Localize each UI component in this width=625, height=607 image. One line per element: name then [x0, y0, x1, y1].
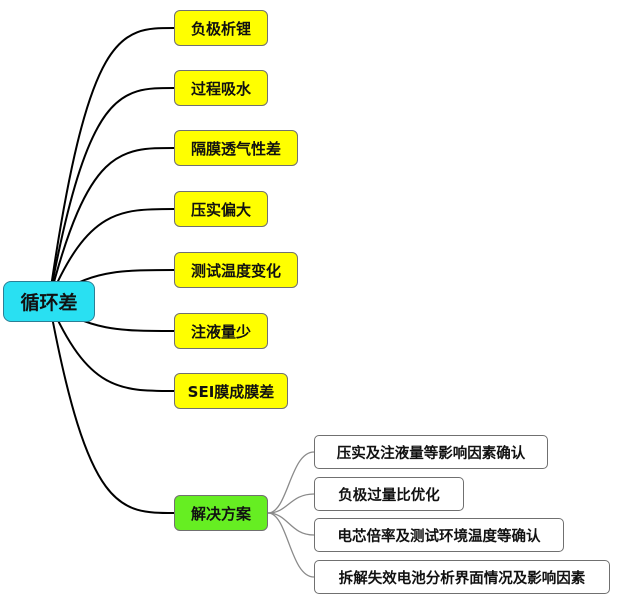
- leaf-node-compaction-electrolyte-check[interactable]: 压实及注液量等影响因素确认: [314, 435, 548, 469]
- leaf-node-anode-excess-optimization[interactable]: 负极过量比优化: [314, 477, 464, 511]
- branch-node-label: 注液量少: [190, 322, 251, 341]
- branch-node-label: 解决方案: [190, 504, 251, 523]
- branch-node-label: 测试温度变化: [190, 261, 281, 280]
- branch-node-label: 隔膜透气性差: [190, 139, 281, 158]
- connector-root-branch-3: [48, 208, 175, 302]
- connector-solution-leaf-1: [267, 493, 315, 514]
- connector-root-branch-7: [48, 300, 175, 514]
- root-node-cycle-poor[interactable]: 循环差: [3, 281, 95, 322]
- branch-node-moisture-absorption[interactable]: 过程吸水: [174, 70, 268, 106]
- leaf-node-label: 电芯倍率及测试环境温度等确认: [337, 528, 541, 545]
- leaf-node-rate-temperature-check[interactable]: 电芯倍率及测试环境温度等确认: [314, 518, 564, 552]
- branch-node-sei-film[interactable]: SEI膜成膜差: [174, 373, 288, 409]
- branch-node-label: SEI膜成膜差: [187, 382, 275, 401]
- branch-node-label: 压实偏大: [190, 200, 251, 219]
- leaf-node-teardown-interface-analysis[interactable]: 拆解失效电池分析界面情况及影响因素: [314, 560, 610, 594]
- branch-node-label: 过程吸水: [190, 79, 251, 98]
- connector-root-branch-6: [48, 300, 175, 392]
- connector-solution-leaf-2: [267, 512, 315, 536]
- branch-node-test-temperature[interactable]: 测试温度变化: [174, 252, 298, 288]
- connector-root-branch-1: [48, 87, 175, 302]
- connector-root-branch-0: [48, 27, 175, 302]
- connector-solution-leaf-3: [267, 512, 315, 578]
- root-node-label: 循环差: [20, 292, 78, 314]
- branch-node-separator-permeability[interactable]: 隔膜透气性差: [174, 130, 298, 166]
- connector-root-branch-2: [48, 147, 175, 302]
- branch-node-low-electrolyte[interactable]: 注液量少: [174, 313, 268, 349]
- leaf-node-label: 拆解失效电池分析界面情况及影响因素: [338, 570, 586, 587]
- branch-node-compaction-high[interactable]: 压实偏大: [174, 191, 268, 227]
- branch-node-anode-lithium-plating[interactable]: 负极析锂: [174, 10, 268, 46]
- connector-solution-leaf-0: [267, 451, 315, 514]
- branch-node-label: 负极析锂: [190, 19, 251, 38]
- leaf-node-label: 负极过量比优化: [338, 487, 440, 504]
- leaf-node-label: 压实及注液量等影响因素确认: [336, 445, 526, 462]
- branch-node-solution[interactable]: 解决方案: [174, 495, 268, 531]
